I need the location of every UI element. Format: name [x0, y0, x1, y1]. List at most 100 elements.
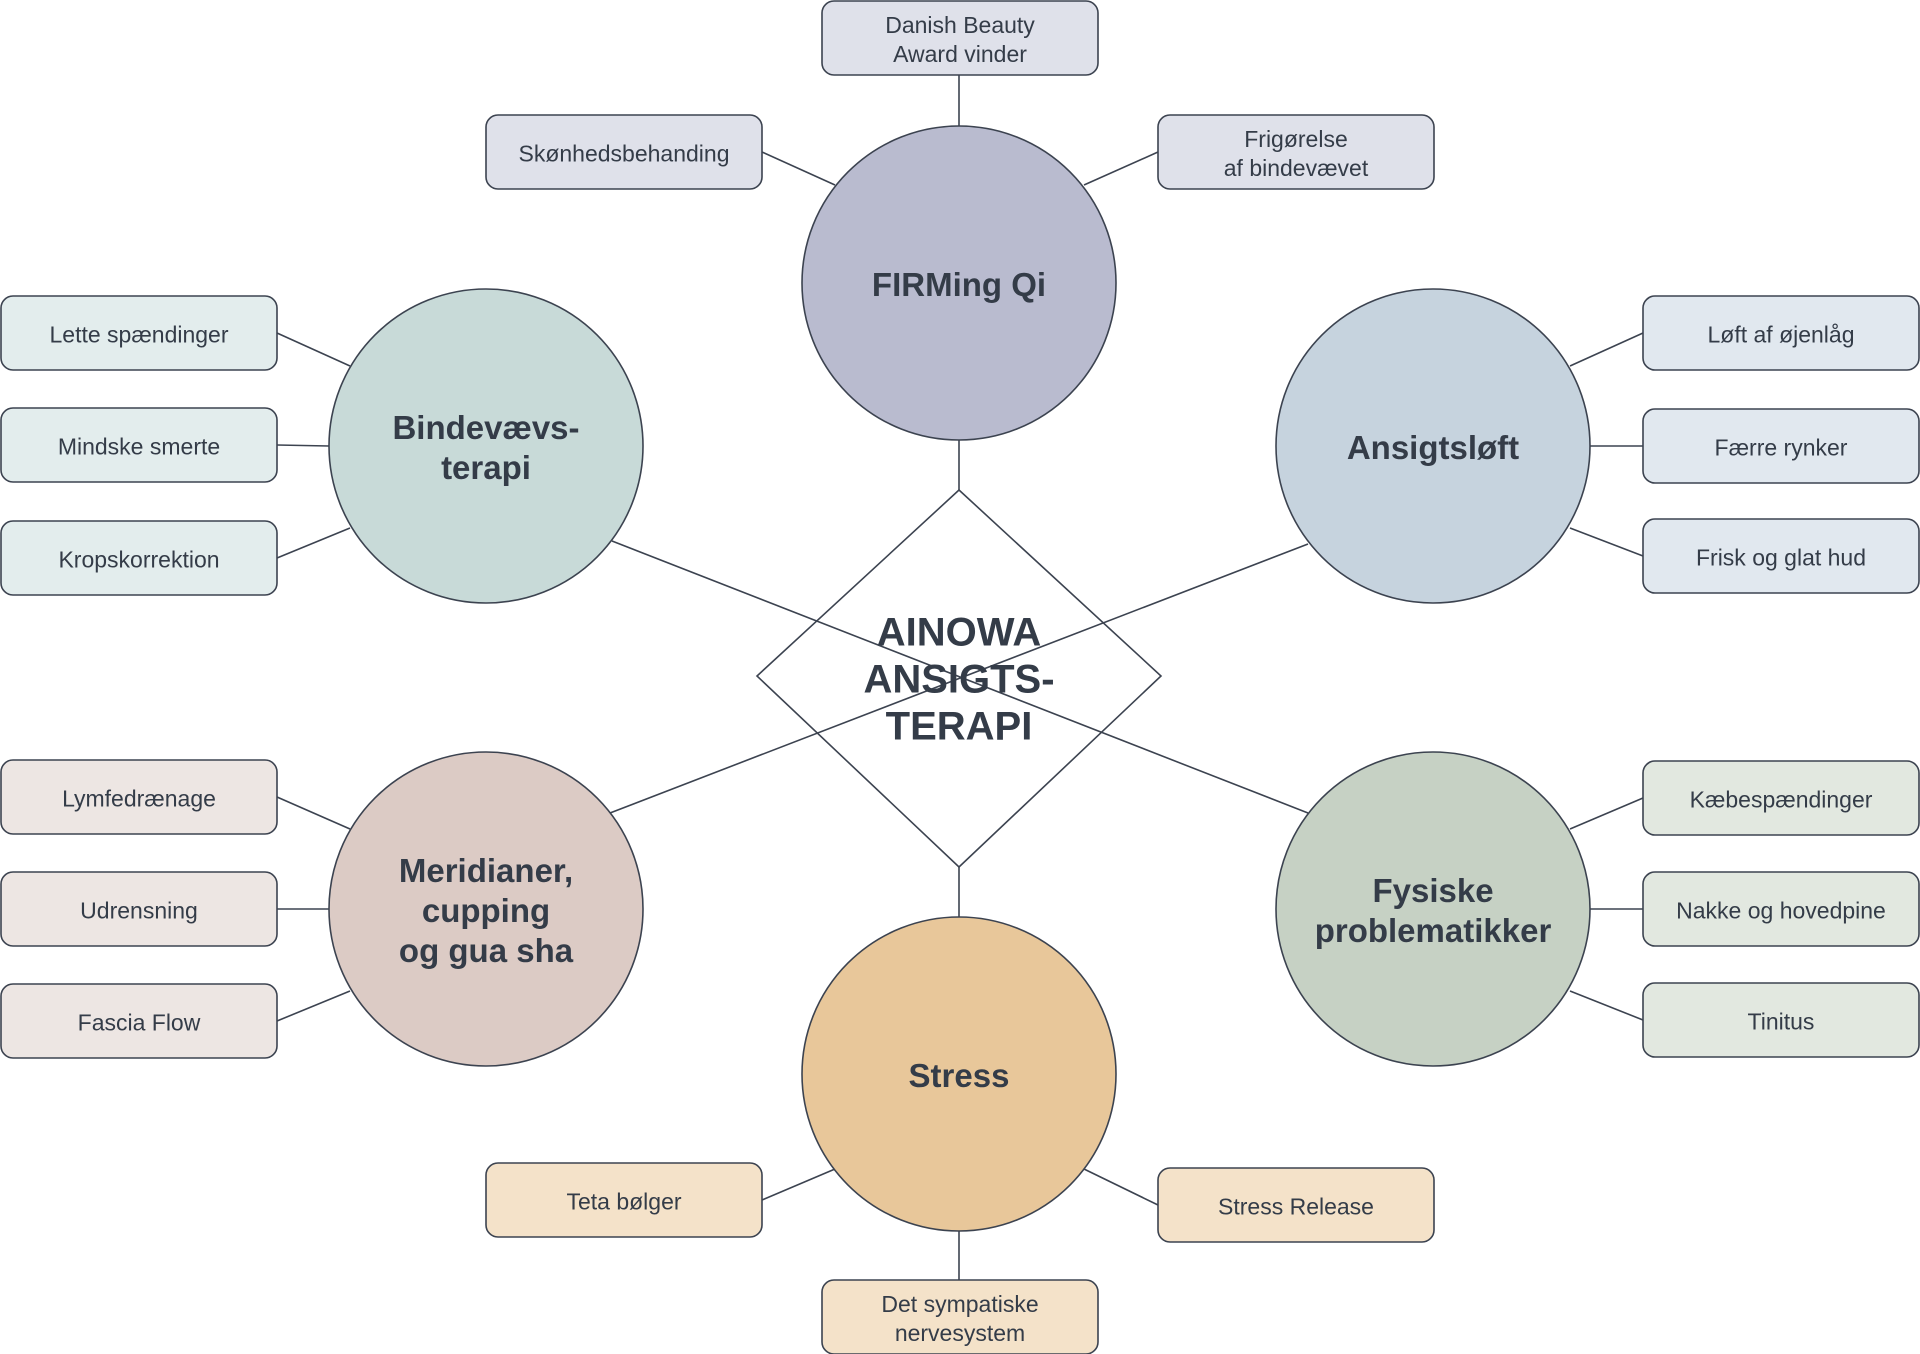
item-box [1642, 871, 1920, 947]
item-label-line: Danish Beauty [885, 12, 1035, 38]
firming-item-0 [821, 0, 1099, 76]
connector-line [276, 990, 351, 1022]
item-box [485, 114, 763, 190]
item-label-line: Lymfedrænage [62, 786, 216, 812]
binde-title-line: terapi [441, 449, 531, 486]
center-title-line: ANSIGTS- [863, 658, 1054, 702]
item-label: Lymfedrænage [62, 786, 216, 812]
connector-line [761, 1168, 836, 1201]
binde-title: Bindevævs-terapi [392, 409, 579, 486]
item-box [485, 1162, 763, 1238]
item-label-line: Lette spændinger [49, 322, 228, 348]
connector-line [276, 332, 351, 367]
item-label: Lette spændinger [49, 322, 228, 348]
meridian-item-1 [0, 871, 278, 947]
item-label-line: Fascia Flow [78, 1010, 201, 1036]
connector-line [1569, 990, 1644, 1021]
item-label: Tinitus [1748, 1009, 1815, 1035]
item-label-line: Kæbespændinger [1690, 787, 1873, 813]
binde-circle [328, 288, 644, 604]
item-label-line: Skønhedsbehanding [519, 141, 730, 167]
ansigt-item-0 [1642, 295, 1920, 371]
connector-line [761, 151, 836, 186]
item-label: Teta bølger [566, 1189, 681, 1215]
item-label-line: Stress Release [1218, 1194, 1374, 1220]
item-box [0, 983, 278, 1059]
ansigt-circle [1275, 288, 1591, 604]
firming-title-line: FIRMing Qi [872, 266, 1046, 303]
item-box [1642, 982, 1920, 1058]
item-label-line: Award vinder [893, 41, 1027, 67]
item-label-line: Teta bølger [566, 1189, 681, 1215]
item-box [0, 407, 278, 483]
fysiske-item-1 [1642, 871, 1920, 947]
firming-item-2 [1157, 114, 1435, 190]
connector-line [1569, 527, 1644, 557]
item-label: Færre rynker [1715, 435, 1848, 461]
stress-item-0 [821, 1279, 1099, 1354]
connector-line [1083, 1168, 1159, 1206]
item-box [1642, 760, 1920, 836]
diagonal-line [611, 540, 1309, 814]
connector-line [276, 444, 330, 447]
fysiske-title-line: problematikker [1315, 912, 1552, 949]
item-box [1157, 1167, 1435, 1243]
item-box [1642, 518, 1920, 594]
item-box [821, 1279, 1099, 1354]
firming-title: FIRMing Qi [872, 266, 1046, 303]
ansigt-item-2 [1642, 518, 1920, 594]
connector-line [276, 527, 351, 559]
connector-line [276, 796, 351, 830]
item-box [1642, 408, 1920, 484]
center-title-line: TERAPI [886, 705, 1033, 749]
fysiske-item-2 [1642, 982, 1920, 1058]
item-box [0, 295, 278, 371]
stress-item-2 [1157, 1167, 1435, 1243]
item-label: Fascia Flow [78, 1010, 201, 1036]
meridian-title-line: og gua sha [399, 932, 574, 969]
stress-circle [801, 916, 1117, 1232]
fysiske-item-0 [1642, 760, 1920, 836]
item-label-line: Det sympatiske [881, 1291, 1038, 1317]
binde-item-2 [0, 520, 278, 596]
stress-title: Stress [909, 1057, 1010, 1094]
item-label-line: Kropskorrektion [58, 547, 219, 573]
connector-line [1569, 797, 1644, 830]
item-label-line: Løft af øjenlåg [1707, 322, 1854, 348]
center-title-line: AINOWA [877, 611, 1041, 655]
item-box [821, 0, 1099, 76]
center-diamond [755, 488, 1163, 869]
stress-item-1 [485, 1162, 763, 1238]
item-label: Frisk og glat hud [1696, 545, 1866, 571]
item-label-line: Færre rynker [1715, 435, 1848, 461]
item-box [1157, 114, 1435, 190]
item-label: Kropskorrektion [58, 547, 219, 573]
item-label: Udrensning [80, 898, 198, 924]
ansigt-title: Ansigtsløft [1347, 429, 1519, 466]
item-label-line: nervesystem [895, 1320, 1025, 1346]
item-label: Løft af øjenlåg [1707, 322, 1854, 348]
binde-item-0 [0, 295, 278, 371]
connector-line [1569, 332, 1644, 367]
item-label: Skønhedsbehanding [519, 141, 730, 167]
item-label-line: Udrensning [80, 898, 198, 924]
ansigt-item-1 [1642, 408, 1920, 484]
item-label: Mindske smerte [58, 434, 220, 460]
fysiske-circle [1275, 751, 1591, 1067]
item-box [0, 759, 278, 835]
ansigt-title-line: Ansigtsløft [1347, 429, 1519, 466]
item-label: Stress Release [1218, 1194, 1374, 1220]
item-box [0, 520, 278, 596]
item-label-line: Frisk og glat hud [1696, 545, 1866, 571]
item-label: Kæbespændinger [1690, 787, 1873, 813]
binde-item-1 [0, 407, 278, 483]
binde-title-line: Bindevævs- [392, 409, 579, 446]
meridian-item-2 [0, 983, 278, 1059]
firming-circle [801, 125, 1117, 441]
